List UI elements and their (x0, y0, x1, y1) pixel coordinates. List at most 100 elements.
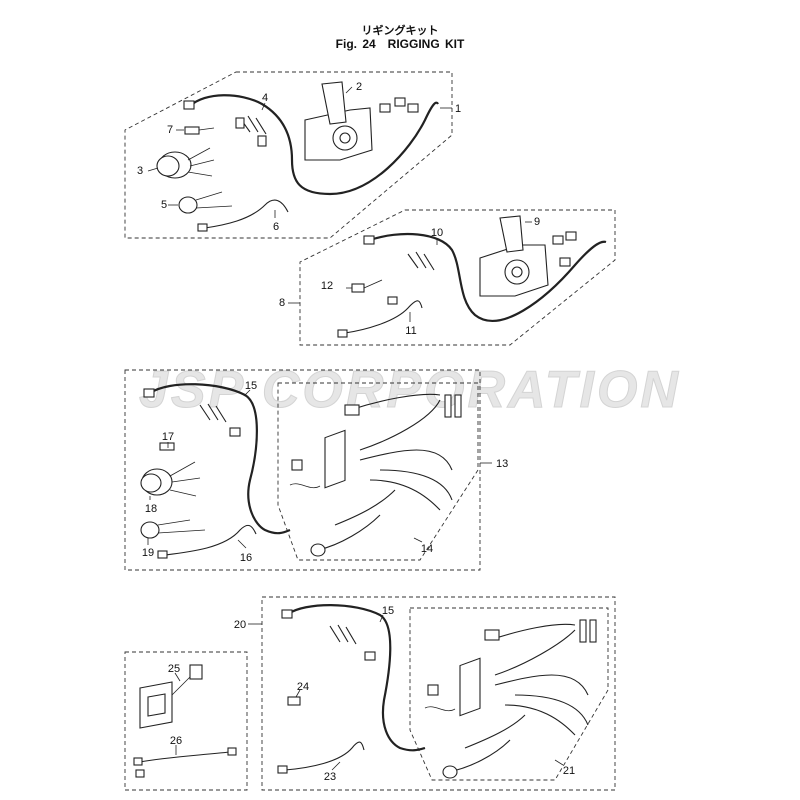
kit-8-boundary (299, 209, 616, 346)
harness-21-spring (424, 706, 456, 712)
part-7-wire (198, 127, 215, 131)
gauge-19-wires (157, 519, 206, 534)
gauge-5-wires (195, 191, 233, 209)
callout-labels: 1 2 3 4 5 6 7 8 9 10 11 12 13 14 15 16 1… (137, 81, 575, 783)
switch-panel-25-face (147, 693, 166, 717)
leader-15b (379, 614, 384, 623)
cable-15 (149, 383, 291, 535)
leader-23 (331, 761, 341, 771)
harness-14-fuse-a (444, 394, 452, 418)
gauge-19 (140, 521, 160, 539)
control-2-connector-b (565, 231, 577, 241)
cable-15b-connector (281, 609, 293, 619)
harness-14-fuse-b (454, 394, 462, 418)
harness-21-connector-end (442, 765, 458, 779)
callout-20: 20 (234, 619, 246, 631)
cable-11-connector (337, 329, 348, 338)
switch-panel-25-plug (189, 664, 203, 680)
leader-25 (174, 672, 181, 682)
title-english: Fig. 24 RIGGING KIT (0, 37, 800, 51)
harness-4-plug (364, 651, 376, 661)
cable-11-end (387, 296, 398, 305)
callout-9: 9 (534, 216, 540, 228)
harness-21-fuse-a (579, 619, 587, 643)
callout-leaders (147, 86, 564, 771)
harness-21-switch (427, 684, 439, 696)
cable-26-connector-a (133, 757, 143, 766)
cable-10 (369, 232, 607, 322)
leader-14 (413, 537, 423, 543)
kit-13-harness (124, 369, 481, 571)
control-connector-c (407, 103, 419, 113)
cable-6 (204, 199, 289, 229)
cable-16 (164, 524, 257, 556)
callout-19: 19 (142, 547, 154, 559)
callout-15b: 15 (382, 605, 394, 617)
callout-4: 4 (262, 92, 268, 104)
leader-16 (237, 539, 247, 549)
callout-5: 5 (161, 199, 167, 211)
harness-14-plug-a (344, 404, 360, 416)
harness-21-plug-a (484, 629, 500, 641)
callout-13: 13 (496, 458, 508, 470)
part-7-plug (184, 126, 200, 135)
control-2-connector-a (552, 235, 564, 245)
callout-8: 8 (279, 297, 285, 309)
callout-16: 16 (240, 552, 252, 564)
harness-plug-a (235, 117, 245, 129)
harness-2-wires (407, 251, 435, 271)
control-lever (321, 81, 347, 125)
cable-10-connector (363, 235, 375, 245)
fig-number: Fig. 24 (335, 37, 376, 51)
part-12-wire (363, 279, 383, 289)
kit-name: RIGGING KIT (387, 37, 465, 51)
harness-14-bundle (349, 393, 453, 511)
kit-21-boundary (409, 607, 609, 781)
gauge-18-face (140, 473, 162, 493)
control-connector-a (379, 103, 391, 113)
cable-4-connector (183, 100, 195, 110)
leader-4 (261, 102, 266, 111)
harness-21-fuse-b (589, 619, 597, 643)
cable-23-connector (277, 765, 288, 774)
harness-4-wires (329, 624, 357, 645)
gauge-18-wires (169, 461, 201, 497)
cable-23 (284, 741, 365, 771)
kit-25-26-switch-panel (124, 651, 248, 791)
harness-3-plug (229, 427, 241, 437)
kit-20-boundary (261, 596, 616, 791)
callout-24: 24 (297, 681, 309, 693)
callout-15: 15 (245, 380, 257, 392)
kit-14-boundary (277, 382, 479, 561)
callout-12: 12 (321, 280, 333, 292)
cable-15-connector (143, 388, 155, 398)
leader-2 (345, 86, 353, 94)
cable-6-connector (197, 223, 208, 232)
part-24-plug (287, 696, 301, 706)
cable-4 (189, 94, 439, 196)
callout-17: 17 (162, 431, 174, 443)
callout-2: 2 (356, 81, 362, 93)
callout-10: 10 (431, 227, 443, 239)
cable-11 (344, 300, 423, 334)
gauge-3-wires (187, 147, 215, 177)
kit-20-harness (261, 596, 616, 791)
callout-7: 7 (167, 124, 173, 136)
kit-1-remote-control (124, 71, 453, 239)
cable-26-end (227, 747, 237, 756)
gauge-5 (178, 196, 198, 214)
callout-14: 14 (421, 543, 433, 555)
harness-14-connector-end (310, 543, 326, 557)
cable-26 (139, 751, 231, 763)
harness-14-switch (291, 459, 303, 471)
leader-24 (295, 689, 301, 698)
callout-1: 1 (455, 103, 461, 115)
kit-8-remote-control (299, 209, 616, 346)
harness-21-bundle (489, 623, 589, 736)
leader-3 (147, 167, 159, 172)
callout-6: 6 (273, 221, 279, 233)
control-2-connector-c (559, 257, 571, 267)
part-17-plug (159, 442, 175, 451)
part-12-plug (351, 283, 365, 293)
